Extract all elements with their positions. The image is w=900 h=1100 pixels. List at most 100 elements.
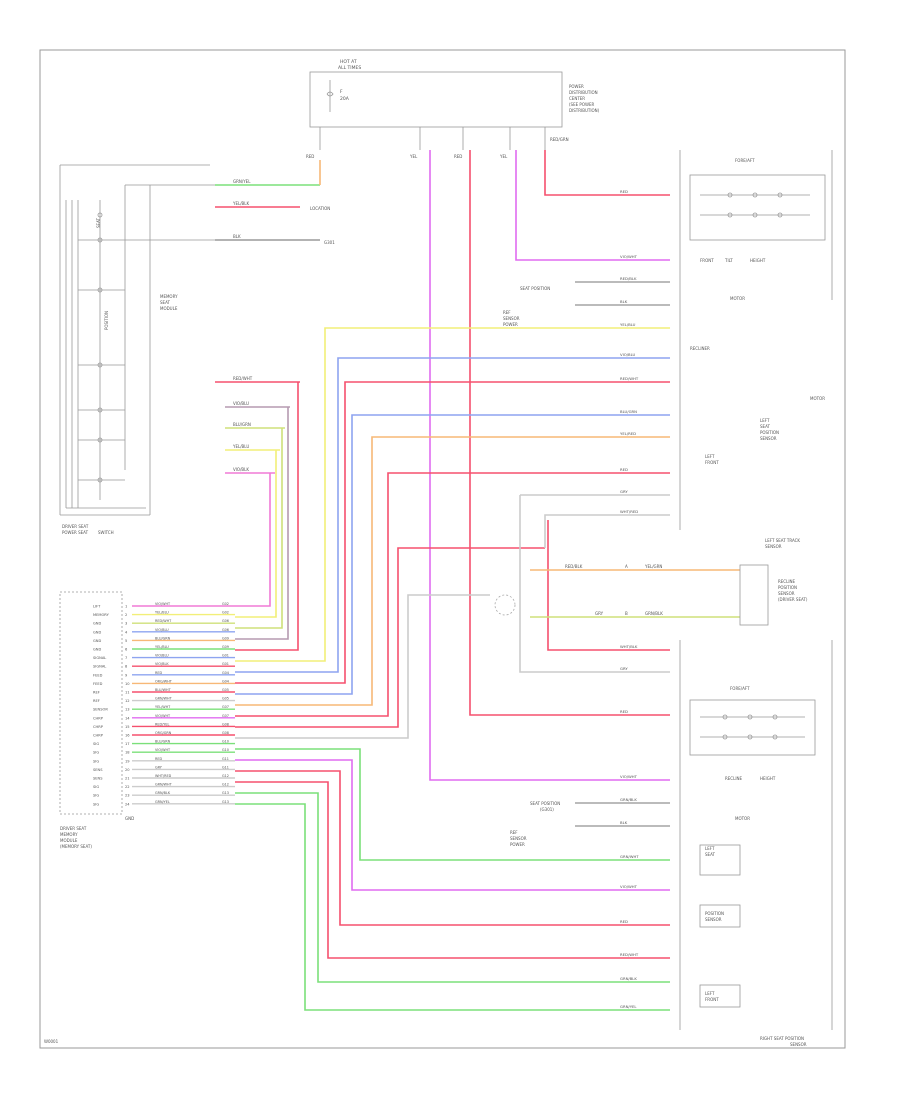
switch-caption-3: SWITCH — [98, 530, 114, 535]
switch-caption-2: POWER SEAT — [62, 530, 89, 535]
module-pin-name: CHRP — [93, 725, 104, 729]
module-pin-name: REF — [93, 691, 100, 695]
module-circuit-id: G10 — [222, 740, 229, 744]
module-wire-label: GRN/BLK — [155, 791, 171, 795]
module-pin-number: 2 — [125, 613, 127, 617]
lumbar-1: LEFT — [705, 454, 715, 459]
module-wire-label: VIO/WHT — [155, 714, 171, 718]
module-wire-label: YEL/WHT — [155, 705, 171, 709]
module-circuit-id: G02 — [222, 611, 229, 615]
module-circuit-id: G09 — [222, 636, 229, 640]
mid-wire-label-2: VIO/BLU — [233, 401, 249, 406]
module-pin-name: SENS — [93, 777, 103, 781]
module-circuit-id: G11 — [222, 757, 229, 761]
mid-sensor-side-1: RECLINE — [778, 579, 796, 584]
grounds-b-1: REF — [503, 310, 511, 315]
module-circuit-id: G01 — [222, 654, 229, 658]
module-wire-label: GRN/WHT — [155, 783, 173, 787]
right-wire-label: VIO/WHT — [620, 254, 638, 259]
mid-sensor-pin-b: B — [625, 611, 628, 616]
lower-right-wire-label: GRN/BLK — [620, 797, 637, 802]
title-line-1: HOT AT — [340, 59, 357, 65]
right-wire-label: BLU/GRN — [620, 409, 637, 414]
right-wire-label: BLK — [620, 299, 628, 304]
left-top-wires: GRN/YEL YEL/BLK BLK LOCATION G301 — [215, 160, 335, 245]
module-pin-name: SIG — [93, 794, 99, 798]
right-wire-labels: REDVIO/WHTRED/BLKBLKYEL/BLUVIO/BLURED/WH… — [620, 189, 639, 1009]
low-motor-label-2: HEIGHT — [760, 776, 776, 781]
right-wire-label: VIO/BLU — [620, 352, 636, 357]
lower-right-wire-label: VIO/WHT — [620, 884, 638, 889]
low-ground-2: (G301) — [540, 807, 554, 812]
module-wire-label: VIO/WHT — [155, 748, 171, 752]
module-wire-label: WHT/RED — [155, 774, 172, 778]
fuse-id: F — [340, 89, 343, 95]
module-circuit-id: G12 — [222, 774, 229, 778]
module-caption-3: MODULE — [60, 838, 78, 843]
module-pin-number: 21 — [125, 777, 130, 781]
module-wire-label: YEL/BLU — [155, 645, 169, 649]
pdc-note-5: DISTRIBUTION) — [569, 108, 600, 113]
module-pin-name: GND — [93, 622, 101, 626]
feed-label-1: RED — [306, 154, 314, 159]
module-pin-name: CHRP — [93, 734, 104, 738]
module-pin-number: 23 — [125, 794, 130, 798]
top-motor-label-2: TILT — [724, 258, 733, 263]
module-circuit-id: G05 — [222, 697, 229, 701]
mid-sensor-wire-1: RED/BLK — [565, 564, 583, 569]
module-pin-name: SIG — [93, 759, 99, 763]
sensor-note-4: SENSOR — [760, 436, 777, 441]
feed-label-4: YEL — [499, 154, 508, 159]
module-caption-4: (MEMORY SEAT) — [60, 844, 92, 849]
fuse-symbol — [326, 80, 334, 112]
lower-right-wire-label: RED — [620, 709, 628, 714]
module-circuit-id: G06 — [222, 619, 229, 623]
module-wire-label: BLU/WHT — [155, 688, 172, 692]
feed-label-2: YEL — [409, 154, 418, 159]
module-pin-name: SIG — [93, 751, 99, 755]
module-wire-label: RED — [155, 671, 162, 675]
driver-seat-switch-assembly — [59, 164, 215, 516]
module-circuit-id: G05 — [222, 688, 229, 692]
right-bus — [679, 150, 833, 1030]
mid-right-sensor: RECLINE POSITION SENSOR (DRIVER SEAT) RE… — [494, 564, 808, 626]
module-pin-number: 12 — [125, 699, 130, 703]
pdc-note-2: DISTRIBUTION — [569, 90, 598, 95]
routed-wires — [235, 150, 740, 1011]
low-caption-1: RIGHT SEAT POSITION — [760, 1036, 804, 1041]
lower-right-wire-label: GRN/YEL — [620, 1004, 637, 1009]
low-ground-1: SEAT POSITION — [530, 801, 560, 806]
low-motor-header: FORE/AFT — [730, 686, 750, 691]
pdc-note-1: POWER — [569, 84, 584, 89]
module-circuit-id: G02 — [222, 602, 229, 606]
right-wire-label: WHT/RED — [620, 509, 638, 514]
lower-right-wire-label: BLK — [620, 820, 628, 825]
module-circuit-id: G07 — [222, 714, 229, 718]
module-pin-name: GND — [93, 648, 101, 652]
module-circuit-id: G01 — [222, 662, 229, 666]
right-wire-label: RED — [620, 467, 628, 472]
low-motor-2: FRONT — [705, 997, 719, 1002]
feed-label-3: RED — [454, 154, 462, 159]
top-wire-label-2: YEL/BLK — [232, 201, 250, 206]
fuse-amps: 20A — [340, 96, 350, 102]
right-wire-label: YEL/BLU — [620, 322, 636, 327]
module-pin-number: 16 — [125, 734, 130, 738]
module-pin-number: 24 — [125, 802, 130, 806]
module-wire-label: GRN/YEL — [155, 800, 170, 804]
grounds-a-1: SEAT POSITION — [520, 286, 550, 291]
module-wire-label: GRY — [155, 765, 163, 769]
low-motor-note: MOTOR — [735, 816, 750, 821]
sensor-note-2: SEAT — [760, 424, 770, 429]
module-pin-number: 17 — [125, 742, 130, 746]
mid-sensor-side-3: SENSOR — [778, 591, 795, 596]
module-circuit-id: G11 — [222, 765, 229, 769]
pdc-note-4: (SEE POWER — [569, 102, 594, 107]
module-pin-name: FEED — [93, 682, 103, 686]
module-pin-number: 19 — [125, 759, 130, 763]
module-circuit-id: G08 — [222, 731, 229, 735]
diagram-border — [39, 49, 846, 1049]
module-pin-number: 11 — [125, 691, 130, 695]
footer-code: W0001 — [44, 1039, 59, 1044]
lower-right-wire-label: GRN/BLK — [620, 976, 637, 981]
